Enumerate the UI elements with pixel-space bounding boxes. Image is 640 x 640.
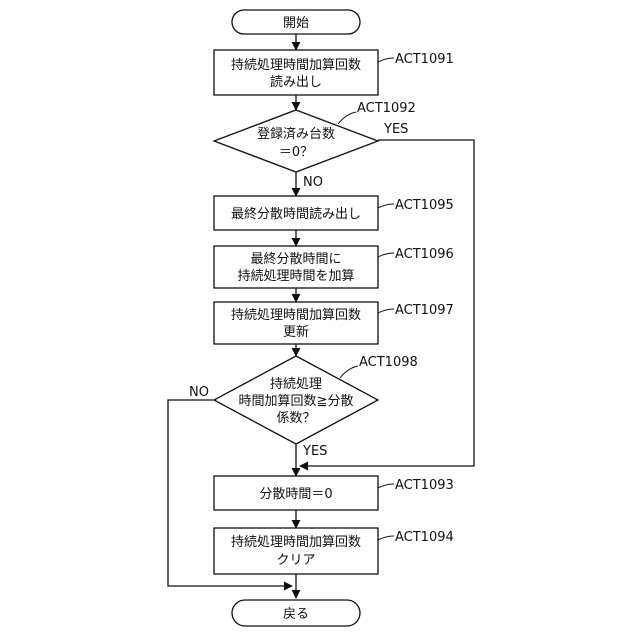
act1096-text-line2: 持続処理時間を加算 [237, 269, 354, 284]
act1093-leader [378, 484, 394, 488]
act1092-text-line2: ＝0？ [279, 145, 313, 160]
act1094-leader [378, 536, 394, 540]
act1097-id: ACT1097 [395, 303, 454, 318]
act1093-text-line1: 分散時間＝0 [259, 487, 332, 502]
act1091-text-line2: 読み出し [270, 74, 322, 90]
act1091-text-line1: 持続処理時間加算回数 [231, 58, 361, 73]
act1094-text-line2: クリア [276, 553, 315, 568]
act1095-text-line1: 最終分散時間読み出し [231, 206, 361, 222]
act1092-no-label: NO [303, 175, 323, 190]
act1092-yes-label: YES [383, 122, 408, 137]
act1092-text-line1: 登録済み台数 [257, 126, 335, 142]
act1096-id: ACT1096 [395, 247, 454, 262]
act1097-leader [378, 309, 394, 313]
act1096-leader [378, 253, 394, 257]
act1091-leader [378, 58, 394, 62]
start-label: 開始 [283, 16, 309, 31]
act1097-text-line2: 更新 [283, 324, 309, 340]
act1098-text-line1: 持続処理 [270, 377, 322, 392]
act1093-id: ACT1093 [395, 478, 454, 493]
act1095-id: ACT1095 [395, 198, 454, 213]
act1098-yes-label: YES [302, 444, 327, 459]
act1098-text-line3: 係数？ [276, 411, 315, 426]
act1098-id: ACT1098 [359, 355, 418, 370]
act1097-text-line1: 持続処理時間加算回数 [231, 308, 361, 323]
act1096-text-line1: 最終分散時間に [250, 251, 341, 267]
act1092-leader [338, 112, 356, 124]
act1091-id: ACT1091 [395, 52, 454, 67]
act1098-text-line2: 時間加算回数≧分散 [239, 394, 354, 409]
act1092-id: ACT1092 [357, 101, 416, 116]
act1098-no-label: NO [189, 385, 209, 400]
act1094-text-line1: 持続処理時間加算回数 [231, 535, 361, 550]
act1094-id: ACT1094 [395, 530, 454, 545]
act1095-leader [378, 204, 394, 208]
end-label: 戻る [283, 607, 309, 622]
act1098-leader [340, 366, 358, 378]
